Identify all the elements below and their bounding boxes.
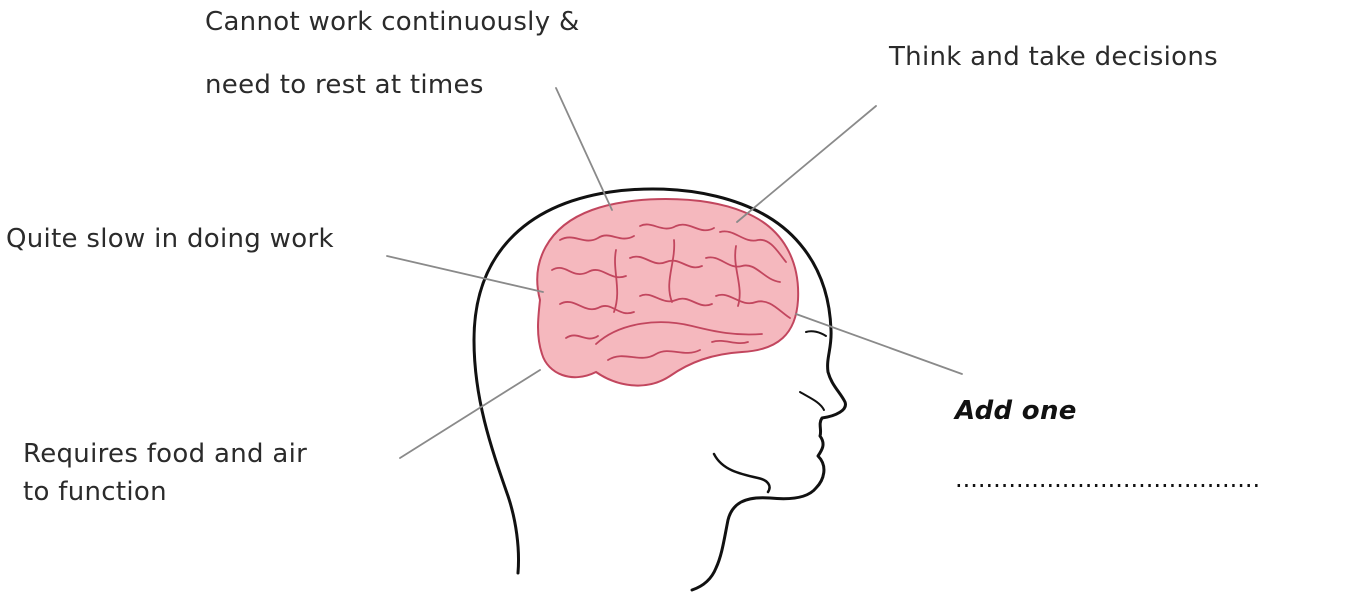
label-requires-food-line2: to function [23,475,167,509]
answer-blank[interactable]: ........................................ [955,462,1260,496]
brain [537,199,798,386]
label-add-one: Add one [955,394,1077,428]
leader-line-decisions [737,106,876,222]
nose-detail [800,392,824,410]
brain-shape [537,199,798,386]
ear-outline [714,454,770,492]
leader-line-food [400,370,540,458]
leader-line-rest [556,88,612,210]
label-quite-slow: Quite slow in doing work [6,222,334,256]
leader-line-add [796,314,962,374]
label-think-decisions: Think and take decisions [889,40,1218,74]
eye-outline [806,331,826,336]
label-cannot-work-line1: Cannot work continuously & [205,5,580,39]
label-requires-food-line1: Requires food and air [23,437,307,471]
leader-line-slow [387,256,543,292]
label-cannot-work-line2: need to rest at times [205,68,484,102]
